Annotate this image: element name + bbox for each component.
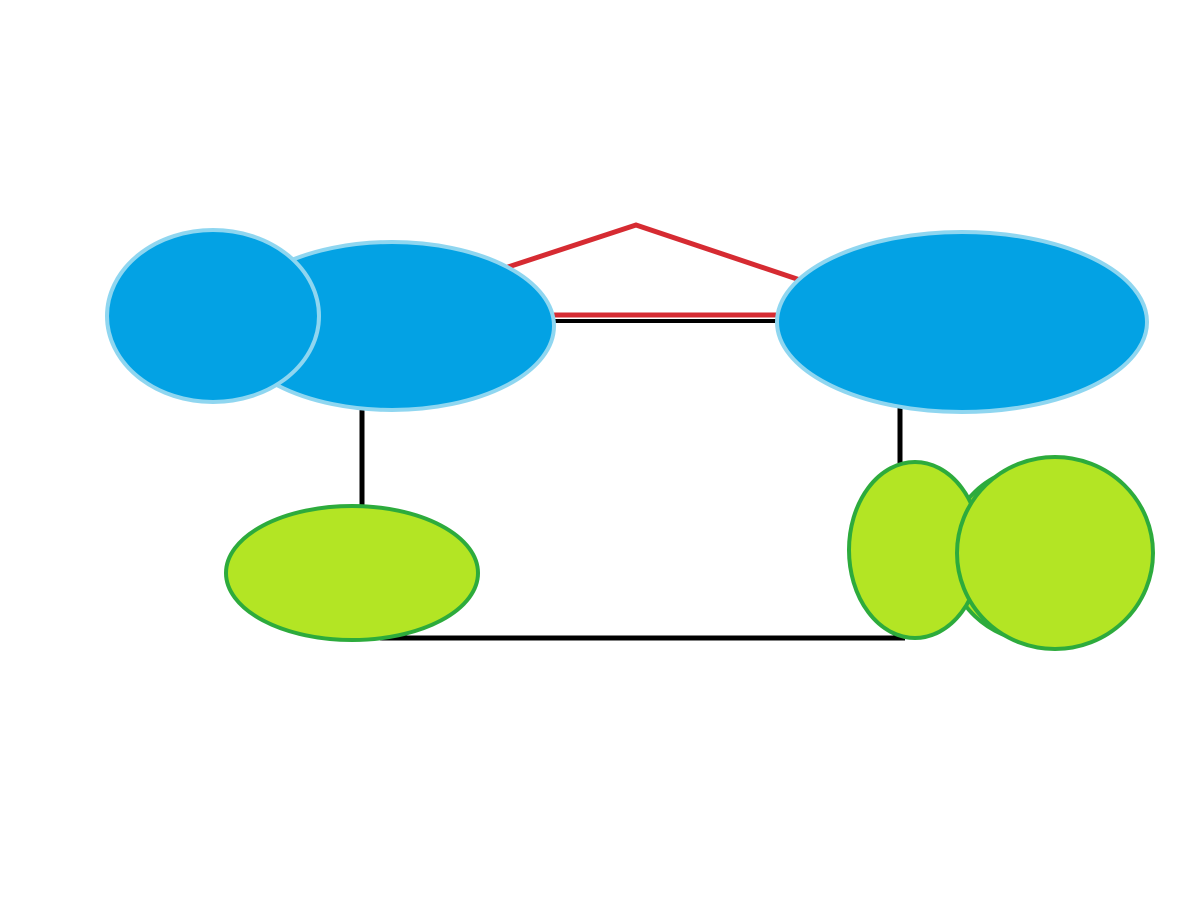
green-circle-right-large (955, 455, 1155, 651)
green-ellipse-left (224, 504, 480, 642)
blue-ellipse-right (775, 230, 1149, 414)
blue-ellipse-small-left (105, 228, 321, 404)
red-peak-connector (504, 222, 801, 283)
